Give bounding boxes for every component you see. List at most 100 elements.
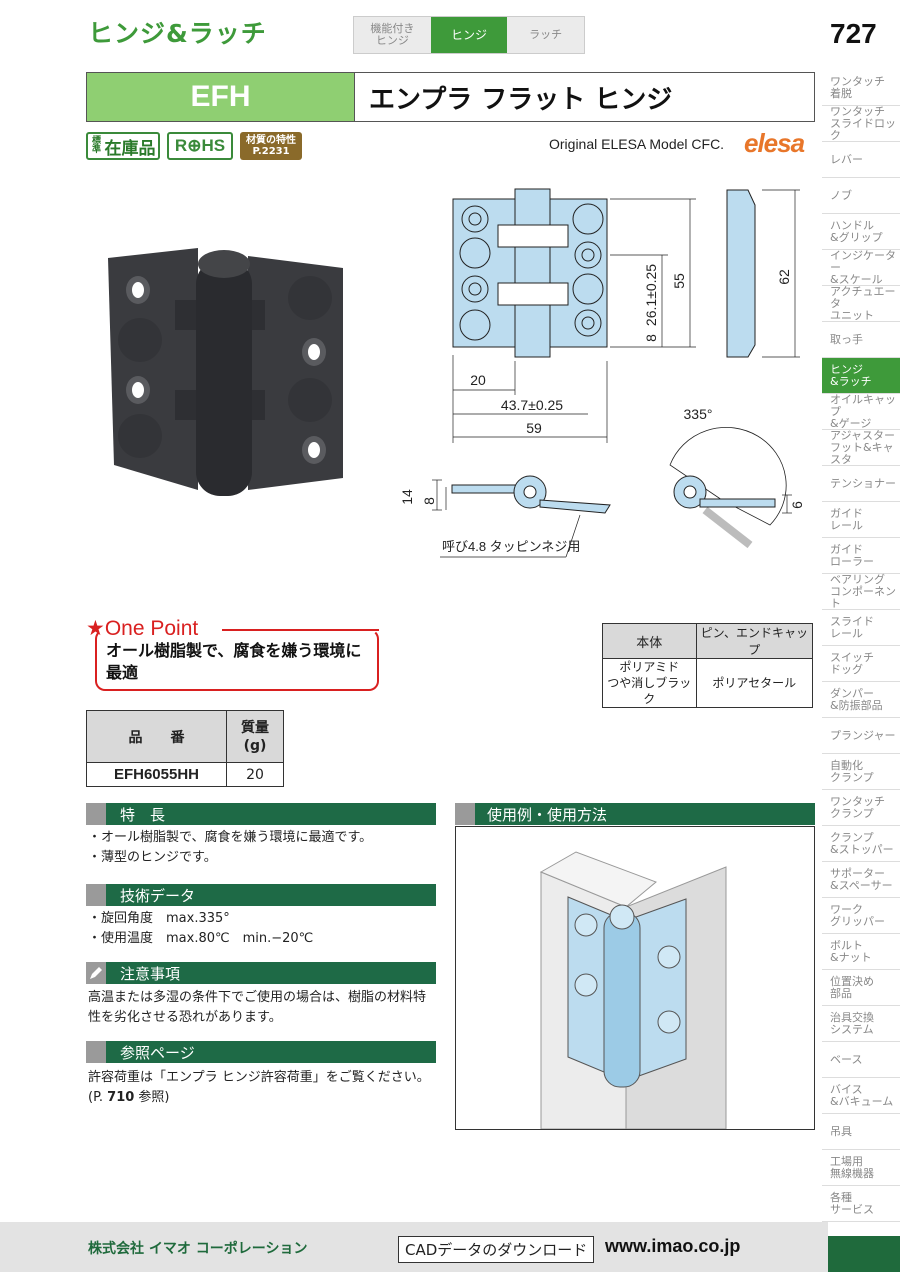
features-list: ・オール樹脂製で、腐食を嫌う環境に最適です。 ・薄型のヒンジです。 (88, 828, 372, 868)
sidebar-item[interactable]: 位置決め 部品 (822, 970, 900, 1006)
material-pin-value: ポリアセタール (695, 658, 814, 708)
sidebar-item[interactable]: 治具交換 システム (822, 1006, 900, 1042)
product-code-cell: EFH6055HH (86, 762, 227, 787)
product-photo (108, 248, 343, 496)
sidebar-item[interactable]: ガイド ローラー (822, 538, 900, 574)
category-tabs: 機能付き ヒンジ ヒンジ ラッチ (353, 16, 585, 54)
product-header-code: 品 番 (86, 710, 227, 763)
sidebar-item[interactable]: クランプ &ストッパー (822, 826, 900, 862)
sidebar-item[interactable]: 工場用 無線機器 (822, 1150, 900, 1186)
product-title-bar: EFH エンプラ フラット ヒンジ (86, 72, 815, 122)
tab-hinge[interactable]: ヒンジ (430, 17, 508, 53)
features-item: ・薄型のヒンジです。 (88, 850, 217, 865)
stock-badge: 標準 在庫品 (86, 132, 160, 160)
product-name: エンプラ フラット ヒンジ (369, 84, 673, 115)
one-point-line (222, 629, 379, 631)
category-sidebar: ワンタッチ 着脱ワンタッチ スライドロックレバーノブハンドル &グリップインジケ… (822, 70, 900, 1222)
sidebar-footer-block (828, 1236, 900, 1272)
footer-company: 株式会社 イマオ コーポレーション (88, 1241, 308, 1257)
tab-function-hinge[interactable]: 機能付き ヒンジ (370, 22, 415, 47)
sidebar-item[interactable]: オイルキャップ &ゲージ (822, 393, 900, 430)
table-row: EFH6055HH 20 (86, 762, 284, 787)
sidebar-item[interactable]: アクチュエータ ユニット (822, 285, 900, 322)
sidebar-item[interactable]: アジャスター フット&キャスタ (822, 429, 900, 466)
stock-badge-label: 在庫品 (104, 138, 156, 159)
product-header-weight: 質量 (g) (226, 710, 284, 763)
material-header-body: 本体 (602, 623, 697, 659)
tech-header: 技術データ (86, 884, 436, 906)
sidebar-item[interactable]: ベアリング コンポーネント (822, 573, 900, 610)
sidebar-item[interactable]: ボルト &ナット (822, 934, 900, 970)
sidebar-item[interactable]: 吊具 (822, 1114, 900, 1150)
sidebar-item[interactable]: テンショナー (822, 466, 900, 502)
dim-335: 335° (684, 406, 713, 422)
website-link[interactable]: www.imao.co.jp (605, 1236, 741, 1256)
one-point-title: ★One Point (86, 617, 199, 640)
sidebar-item[interactable]: サポーター &スペーサー (822, 862, 900, 898)
screw-note: 呼び4.8 タッピンネジ用 (442, 539, 580, 554)
sidebar-item[interactable]: ノブ (822, 178, 900, 214)
sidebar-item[interactable]: インジケーター &スケール (822, 249, 900, 286)
sidebar-item[interactable]: ダンパー &防振部品 (822, 682, 900, 718)
features-item: ・オール樹脂製で、腐食を嫌う環境に最適です。 (88, 830, 373, 845)
ref-header: 参照ページ (86, 1041, 436, 1063)
sidebar-item[interactable]: 取っ手 (822, 322, 900, 358)
tab-latch[interactable]: ラッチ (529, 28, 563, 41)
features-header: 特 長 (86, 803, 436, 825)
sidebar-item[interactable]: プランジャー (822, 718, 900, 754)
one-point-text: オール樹脂製で、腐食を嫌う環境に最適 (106, 641, 362, 682)
tech-list: ・旋回角度 max.335° ・使用温度 max.80℃ min.−20℃ (88, 909, 313, 949)
ref-page-link[interactable]: 710 (107, 1090, 135, 1105)
elesa-logo: elesa (744, 128, 805, 158)
ref-line2: (P. 710 参照) (88, 1088, 438, 1108)
dim-14: 14 (399, 489, 415, 505)
stock-badge-small: 標準 (91, 136, 101, 155)
ref-line2-pre: (P. (88, 1090, 108, 1105)
front-drawing: 55 62 26.1±0.25 8 20 43.7±0.25 59 335° (452, 188, 800, 443)
dim-55: 55 (671, 273, 687, 289)
sidebar-item[interactable]: ガイド レール (822, 502, 900, 538)
dim-6: 6 (789, 501, 805, 509)
caution-title: 注意事項 (120, 964, 181, 983)
product-code: EFH (87, 73, 355, 121)
usage-header: 使用例・使用方法 (455, 803, 815, 825)
sidebar-item[interactable]: レバー (822, 142, 900, 178)
sidebar-item[interactable]: スライド レール (822, 610, 900, 646)
usage-illustration (539, 851, 727, 1130)
caution-text: 高温または多湿の条件下でご使用の場合は、樹脂の材料特性を劣化させる恐れがあります… (88, 990, 427, 1025)
ref-line1: 許容荷重は「エンプラ ヒンジ許容荷重」をご覧ください。 (88, 1070, 430, 1085)
dim-20: 20 (470, 372, 486, 388)
sidebar-item[interactable]: ワンタッチ 着脱 (822, 70, 900, 106)
sidebar-item[interactable]: ワンタッチ スライドロック (822, 105, 900, 142)
material-badge-line2: P.2231 (252, 146, 290, 157)
dim-59: 59 (526, 420, 542, 436)
material-header-pin: ピン、エンドキャップ (695, 623, 814, 659)
original-model-text: Original ELESA Model CFC. (549, 136, 725, 152)
sidebar-item[interactable]: バイス &バキューム (822, 1078, 900, 1114)
material-badge-line1: 材質の特性 (246, 135, 296, 146)
sidebar-item[interactable]: ハンドル &グリップ (822, 214, 900, 250)
ref-line2-post: 参照) (134, 1090, 170, 1105)
side-drawing: 14 8 6 呼び4.8 タッピンネジ用 (399, 427, 805, 558)
usage-illustration-box (455, 826, 815, 1130)
sidebar-item[interactable]: 自動化 クランプ (822, 754, 900, 790)
product-weight-cell: 20 (226, 762, 284, 787)
tech-item: ・使用温度 max.80℃ min.−20℃ (88, 931, 314, 946)
category-title: ヒンジ&ラッチ (88, 19, 267, 48)
dim-43: 43.7±0.25 (501, 397, 563, 413)
sidebar-item[interactable]: 各種 サービス (822, 1186, 900, 1222)
material-badge[interactable]: 材質の特性 P.2231 (240, 132, 302, 160)
sidebar-item[interactable]: ベース (822, 1042, 900, 1078)
dim-26: 26.1±0.25 (643, 264, 659, 326)
one-point-box (95, 629, 379, 691)
ref-text: 許容荷重は「エンプラ ヒンジ許容荷重」をご覧ください。 (P. 710 参照) (88, 1068, 438, 1108)
product-table: 品 番 質量 (g) EFH6055HH 20 (86, 710, 284, 787)
sidebar-item[interactable]: ワンタッチ クランプ (822, 790, 900, 826)
page-number: 727 (830, 18, 877, 49)
pencil-icon (90, 967, 102, 979)
rohs-badge: R⊕HS (167, 132, 233, 160)
sidebar-item[interactable]: スイッチ ドッグ (822, 646, 900, 682)
cad-download-link[interactable]: CADデータのダウンロード (398, 1236, 595, 1263)
sidebar-item[interactable]: ヒンジ &ラッチ (822, 358, 900, 394)
sidebar-item[interactable]: ワーク グリッパー (822, 898, 900, 934)
